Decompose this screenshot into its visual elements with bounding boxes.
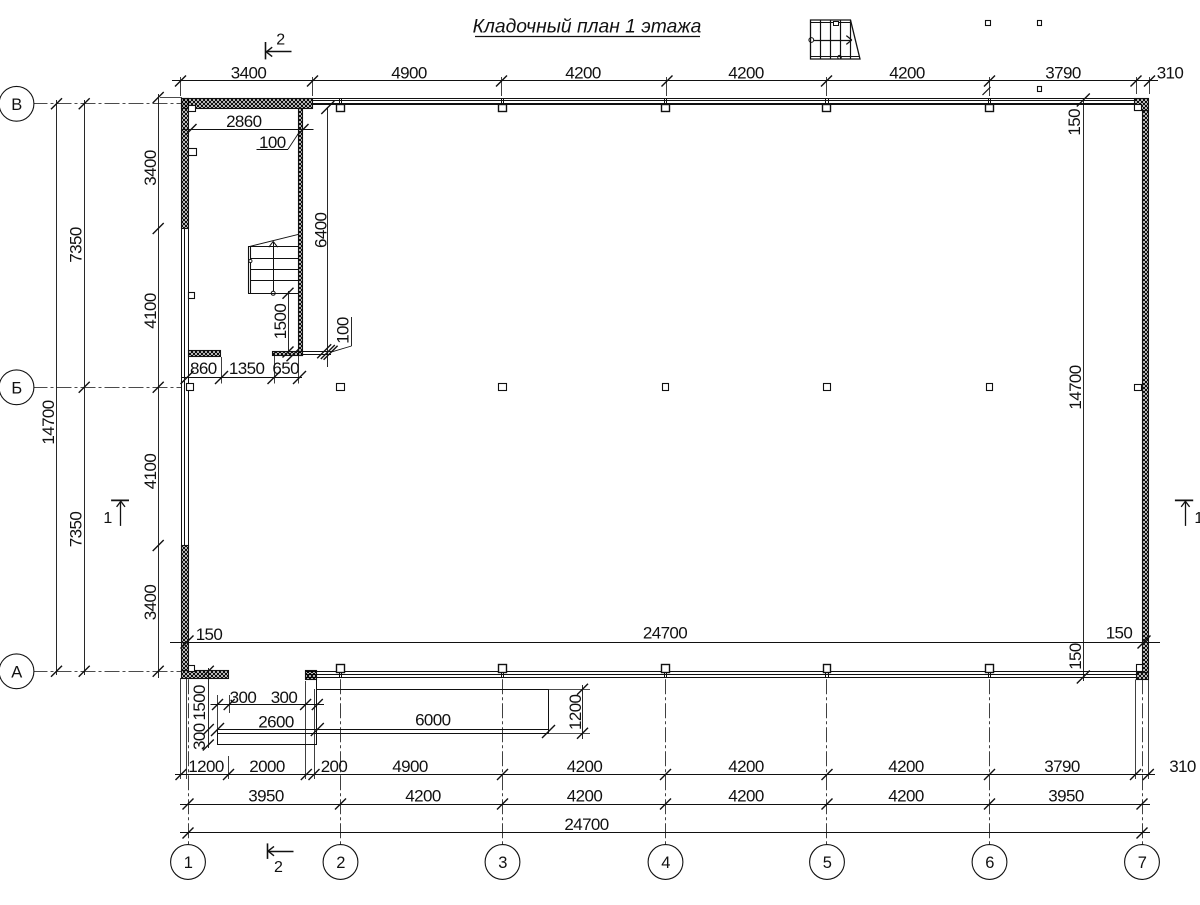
svg-text:6: 6 xyxy=(985,854,994,872)
svg-text:4200: 4200 xyxy=(728,757,764,776)
svg-text:4200: 4200 xyxy=(889,64,925,83)
svg-text:7350: 7350 xyxy=(67,512,86,548)
svg-text:310: 310 xyxy=(1169,757,1196,776)
svg-text:2860: 2860 xyxy=(226,112,262,131)
svg-text:14700: 14700 xyxy=(1066,365,1085,409)
svg-text:14700: 14700 xyxy=(39,400,58,444)
svg-text:100: 100 xyxy=(259,133,286,152)
svg-text:3790: 3790 xyxy=(1045,64,1081,83)
svg-text:4100: 4100 xyxy=(141,454,160,490)
svg-text:200: 200 xyxy=(321,757,348,776)
svg-text:4200: 4200 xyxy=(888,787,924,806)
svg-text:А: А xyxy=(11,663,22,681)
svg-text:4200: 4200 xyxy=(405,787,441,806)
svg-text:4200: 4200 xyxy=(565,64,601,83)
svg-text:300: 300 xyxy=(190,723,209,750)
svg-text:150: 150 xyxy=(1106,624,1133,643)
svg-text:1350: 1350 xyxy=(229,359,265,378)
svg-text:6400: 6400 xyxy=(312,212,331,248)
svg-text:1500: 1500 xyxy=(271,304,290,340)
svg-text:Кладочный план 1 этажа: Кладочный план 1 этажа xyxy=(473,17,702,38)
svg-text:В: В xyxy=(11,96,22,114)
svg-text:4200: 4200 xyxy=(888,757,924,776)
svg-text:4200: 4200 xyxy=(567,787,603,806)
svg-text:1200: 1200 xyxy=(188,757,224,776)
svg-text:2600: 2600 xyxy=(258,713,294,732)
svg-text:1: 1 xyxy=(103,510,112,527)
svg-text:4: 4 xyxy=(661,854,670,872)
svg-text:4900: 4900 xyxy=(391,64,427,83)
svg-text:24700: 24700 xyxy=(564,815,608,834)
svg-text:3950: 3950 xyxy=(248,787,284,806)
svg-text:300: 300 xyxy=(230,688,257,707)
svg-text:2: 2 xyxy=(276,32,285,49)
svg-text:4200: 4200 xyxy=(728,64,764,83)
svg-text:7350: 7350 xyxy=(67,227,86,263)
svg-text:1: 1 xyxy=(184,854,193,872)
svg-text:2: 2 xyxy=(274,859,283,876)
svg-text:3950: 3950 xyxy=(1048,787,1084,806)
svg-text:Б: Б xyxy=(11,379,21,397)
svg-text:150: 150 xyxy=(1065,109,1084,136)
svg-text:150: 150 xyxy=(1066,643,1085,670)
svg-text:150: 150 xyxy=(196,625,223,644)
svg-text:3: 3 xyxy=(498,854,507,872)
svg-text:860: 860 xyxy=(190,359,217,378)
svg-text:24700: 24700 xyxy=(643,624,687,643)
svg-text:310: 310 xyxy=(1157,64,1184,83)
svg-text:300: 300 xyxy=(271,688,298,707)
svg-text:4900: 4900 xyxy=(392,757,428,776)
svg-text:4200: 4200 xyxy=(567,757,603,776)
svg-text:5: 5 xyxy=(823,854,832,872)
svg-text:1: 1 xyxy=(1194,510,1200,527)
svg-text:1500: 1500 xyxy=(190,685,209,721)
svg-text:2000: 2000 xyxy=(249,757,285,776)
svg-text:650: 650 xyxy=(272,359,299,378)
svg-text:4200: 4200 xyxy=(728,787,764,806)
svg-text:100: 100 xyxy=(334,317,353,344)
svg-text:3790: 3790 xyxy=(1044,757,1080,776)
svg-text:1200: 1200 xyxy=(566,694,585,730)
svg-text:3400: 3400 xyxy=(141,150,160,186)
svg-text:2: 2 xyxy=(336,854,345,872)
svg-text:7: 7 xyxy=(1138,854,1147,872)
svg-text:4100: 4100 xyxy=(141,293,160,329)
svg-text:3400: 3400 xyxy=(231,64,267,83)
svg-text:6000: 6000 xyxy=(415,711,451,730)
svg-text:3400: 3400 xyxy=(141,585,160,621)
